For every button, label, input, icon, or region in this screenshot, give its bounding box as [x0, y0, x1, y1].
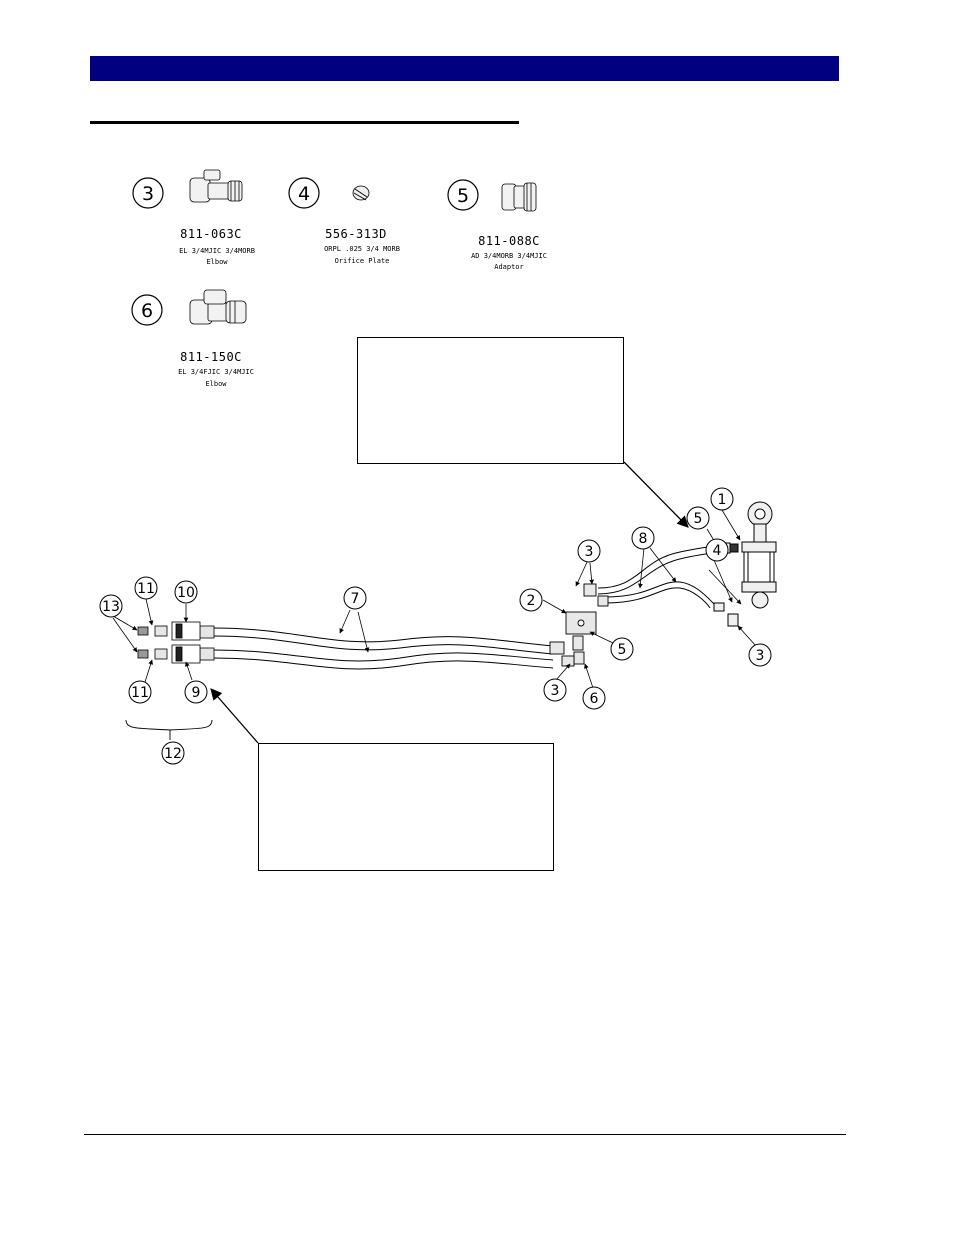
elbow-fitting-icon — [189, 289, 247, 325]
hydraulic-cylinder — [713, 501, 777, 627]
legend-balloon-5-label: 5 — [457, 185, 469, 207]
balloon-11 — [134, 576, 158, 600]
balloon-2 — [519, 588, 543, 612]
svg-text:3: 3 — [756, 648, 765, 664]
legend-balloon-3 — [132, 177, 164, 209]
balloons — [99, 487, 772, 765]
balloon-3 — [577, 539, 601, 563]
adaptor-fitting-icon — [501, 182, 537, 212]
legend-part-number: 556-313D — [325, 227, 387, 241]
svg-text:1: 1 — [718, 492, 727, 508]
legend-part-desc: EL 3/4FJIC 3/4MJIC — [178, 368, 254, 376]
legend-part-name: Adaptor — [494, 263, 524, 271]
legend-item-5: 5 811-088C AD 3/4MORB 3/4MJIC Adaptor — [447, 179, 547, 271]
balloon-8 — [631, 526, 655, 550]
elbow-fitting-icon — [189, 169, 243, 203]
legend-part-name: Elbow — [206, 258, 228, 266]
legend-item-4: 4 556-313D ORPL .025 3/4 MORB Orifice Pl… — [288, 177, 400, 265]
legend-part-desc: AD 3/4MORB 3/4MJIC — [471, 252, 547, 260]
svg-text:10: 10 — [177, 585, 195, 601]
orifice-plate-icon — [352, 185, 370, 201]
legend-balloon-6 — [131, 294, 163, 326]
svg-text:11: 11 — [131, 685, 149, 701]
balloon-labels: 1 5 3 8 4 2 5 3 3 6 7 11 10 13 11 9 12 — [102, 492, 764, 762]
balloon-6 — [582, 686, 606, 710]
balloon-9 — [184, 680, 208, 704]
svg-text:6: 6 — [590, 691, 599, 707]
balloon-3 — [748, 643, 772, 667]
svg-text:2: 2 — [527, 593, 536, 609]
svg-text:7: 7 — [351, 591, 360, 607]
callout-arrow-bottom — [210, 688, 259, 744]
svg-text:13: 13 — [102, 599, 120, 615]
legend-part-desc: EL 3/4MJIC 3/4MORB — [179, 247, 255, 255]
legend-part-desc: ORPL .025 3/4 MORB — [324, 245, 400, 253]
legend-part-number: 811-088C — [478, 234, 540, 248]
footer-rule — [84, 1134, 846, 1135]
legend-balloon-4 — [288, 177, 320, 209]
svg-text:9: 9 — [192, 685, 201, 701]
legend-balloon-6-label: 6 — [141, 300, 153, 322]
svg-text:3: 3 — [585, 544, 594, 560]
legend-balloon-4-label: 4 — [298, 183, 310, 205]
callout-box-bottom — [258, 743, 554, 871]
balloon-10 — [174, 580, 198, 604]
balloon-12 — [161, 741, 185, 765]
svg-text:12: 12 — [164, 746, 182, 762]
svg-text:4: 4 — [713, 543, 722, 559]
hose-pair-7 — [211, 627, 554, 670]
legend-part-number: 811-063C — [180, 227, 242, 241]
bracket-12 — [125, 719, 213, 731]
svg-text:3: 3 — [551, 683, 560, 699]
balloon-4 — [705, 538, 729, 562]
svg-text:8: 8 — [639, 531, 648, 547]
legend-part-name: Elbow — [205, 380, 227, 388]
header-bar — [90, 56, 839, 81]
balloon-5 — [686, 506, 710, 530]
legend-balloon-3-label: 3 — [142, 183, 154, 205]
balloon-5 — [610, 637, 634, 661]
callout-arrow-top — [623, 461, 689, 528]
hose-fittings-left — [137, 621, 215, 664]
legend-balloon-5 — [447, 179, 479, 211]
valve-block — [549, 583, 609, 667]
legend-item-6: 6 811-150C EL 3/4FJIC 3/4MJIC Elbow — [131, 289, 254, 388]
title-rule — [90, 121, 519, 124]
hose-pair-8 — [597, 546, 719, 609]
balloon-11 — [128, 680, 152, 704]
svg-text:5: 5 — [618, 642, 627, 658]
legend-item-3: 3 811-063C EL 3/4MJIC 3/4MORB Elbow — [132, 169, 255, 266]
legend-part-number: 811-150C — [180, 350, 242, 364]
legend-part-name: Orifice Plate — [335, 257, 390, 265]
svg-text:5: 5 — [694, 511, 703, 527]
svg-text:11: 11 — [137, 581, 155, 597]
balloon-7 — [343, 586, 367, 610]
leader-lines — [112, 509, 757, 689]
balloon-13 — [99, 594, 123, 618]
callout-box-top — [357, 337, 624, 464]
balloon-3 — [543, 678, 567, 702]
balloon-1 — [710, 487, 734, 511]
